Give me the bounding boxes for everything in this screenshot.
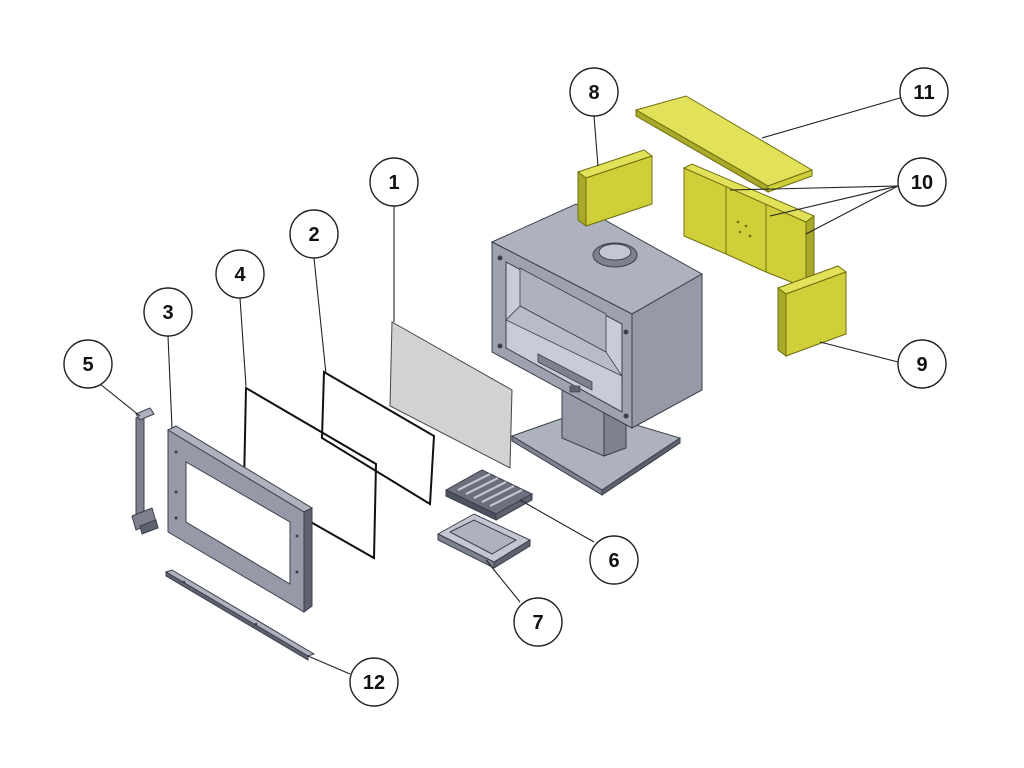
door-hinge-bolt-2 <box>497 343 503 349</box>
leader-lines <box>99 97 901 675</box>
leader-12 <box>307 655 351 675</box>
callout-7-label: 7 <box>532 612 543 634</box>
door-hinge-bolt-4 <box>623 413 629 419</box>
callout-10: 10 <box>897 157 947 207</box>
stove-body <box>490 203 704 496</box>
leader-6 <box>519 499 595 543</box>
callout-4: 4 <box>215 249 265 299</box>
part-9-side-brick <box>776 265 848 357</box>
callout-12: 12 <box>349 657 399 707</box>
part-12-trim-strip <box>164 569 316 661</box>
leader-10b <box>769 185 899 217</box>
leader-11 <box>761 97 901 139</box>
part-8-side-brick <box>576 149 654 227</box>
leader-10c <box>805 185 899 235</box>
control-knob <box>569 385 581 393</box>
callout-5: 5 <box>63 339 113 389</box>
callout-2: 2 <box>289 209 339 259</box>
door-hinge-bolt-3 <box>623 329 629 335</box>
callout-3-label: 3 <box>162 302 173 324</box>
part-3-door-frame <box>166 425 314 613</box>
part-1-glass-panel <box>389 321 513 469</box>
part-6-ash-grate <box>444 469 534 521</box>
leader-3 <box>167 335 173 429</box>
callout-9: 9 <box>897 339 947 389</box>
part-11-baffle-brick <box>634 95 814 193</box>
callout-11-label: 11 <box>913 82 934 104</box>
flue-opening <box>598 243 632 261</box>
leader-9 <box>819 341 899 363</box>
leader-7 <box>485 559 521 603</box>
leader-10a <box>729 185 899 191</box>
callout-8-label: 8 <box>588 82 599 104</box>
leader-2 <box>313 257 327 375</box>
callout-11: 11 <box>899 67 949 117</box>
callout-5-label: 5 <box>82 354 93 376</box>
callout-6: 6 <box>589 535 639 585</box>
callout-10-label: 10 <box>911 172 933 194</box>
callout-6-label: 6 <box>608 550 619 572</box>
part-10-back-bricks <box>682 163 815 289</box>
callout-9-label: 9 <box>916 354 927 376</box>
stove-base-plate-edge-right <box>601 437 681 496</box>
air-slot <box>537 353 593 391</box>
part-2-glass-seal <box>320 370 436 506</box>
callout-1-label: 1 <box>388 172 399 194</box>
leader-4 <box>239 297 247 387</box>
door-hinge-bolt-1 <box>497 255 503 261</box>
leader-8 <box>593 115 599 167</box>
part-7-ash-pan <box>436 513 532 569</box>
callout-12-label: 12 <box>363 672 385 694</box>
part-4-door-seal <box>242 386 378 560</box>
callout-4-label: 4 <box>234 264 246 286</box>
part-5-door-handle <box>131 407 159 535</box>
callout-7: 7 <box>513 597 563 647</box>
callout-1: 1 <box>369 157 419 207</box>
callout-2-label: 2 <box>308 224 319 246</box>
firebox-floor <box>505 305 624 377</box>
leader-5 <box>99 383 141 417</box>
callout-8: 8 <box>569 67 619 117</box>
callout-3: 3 <box>143 287 193 337</box>
